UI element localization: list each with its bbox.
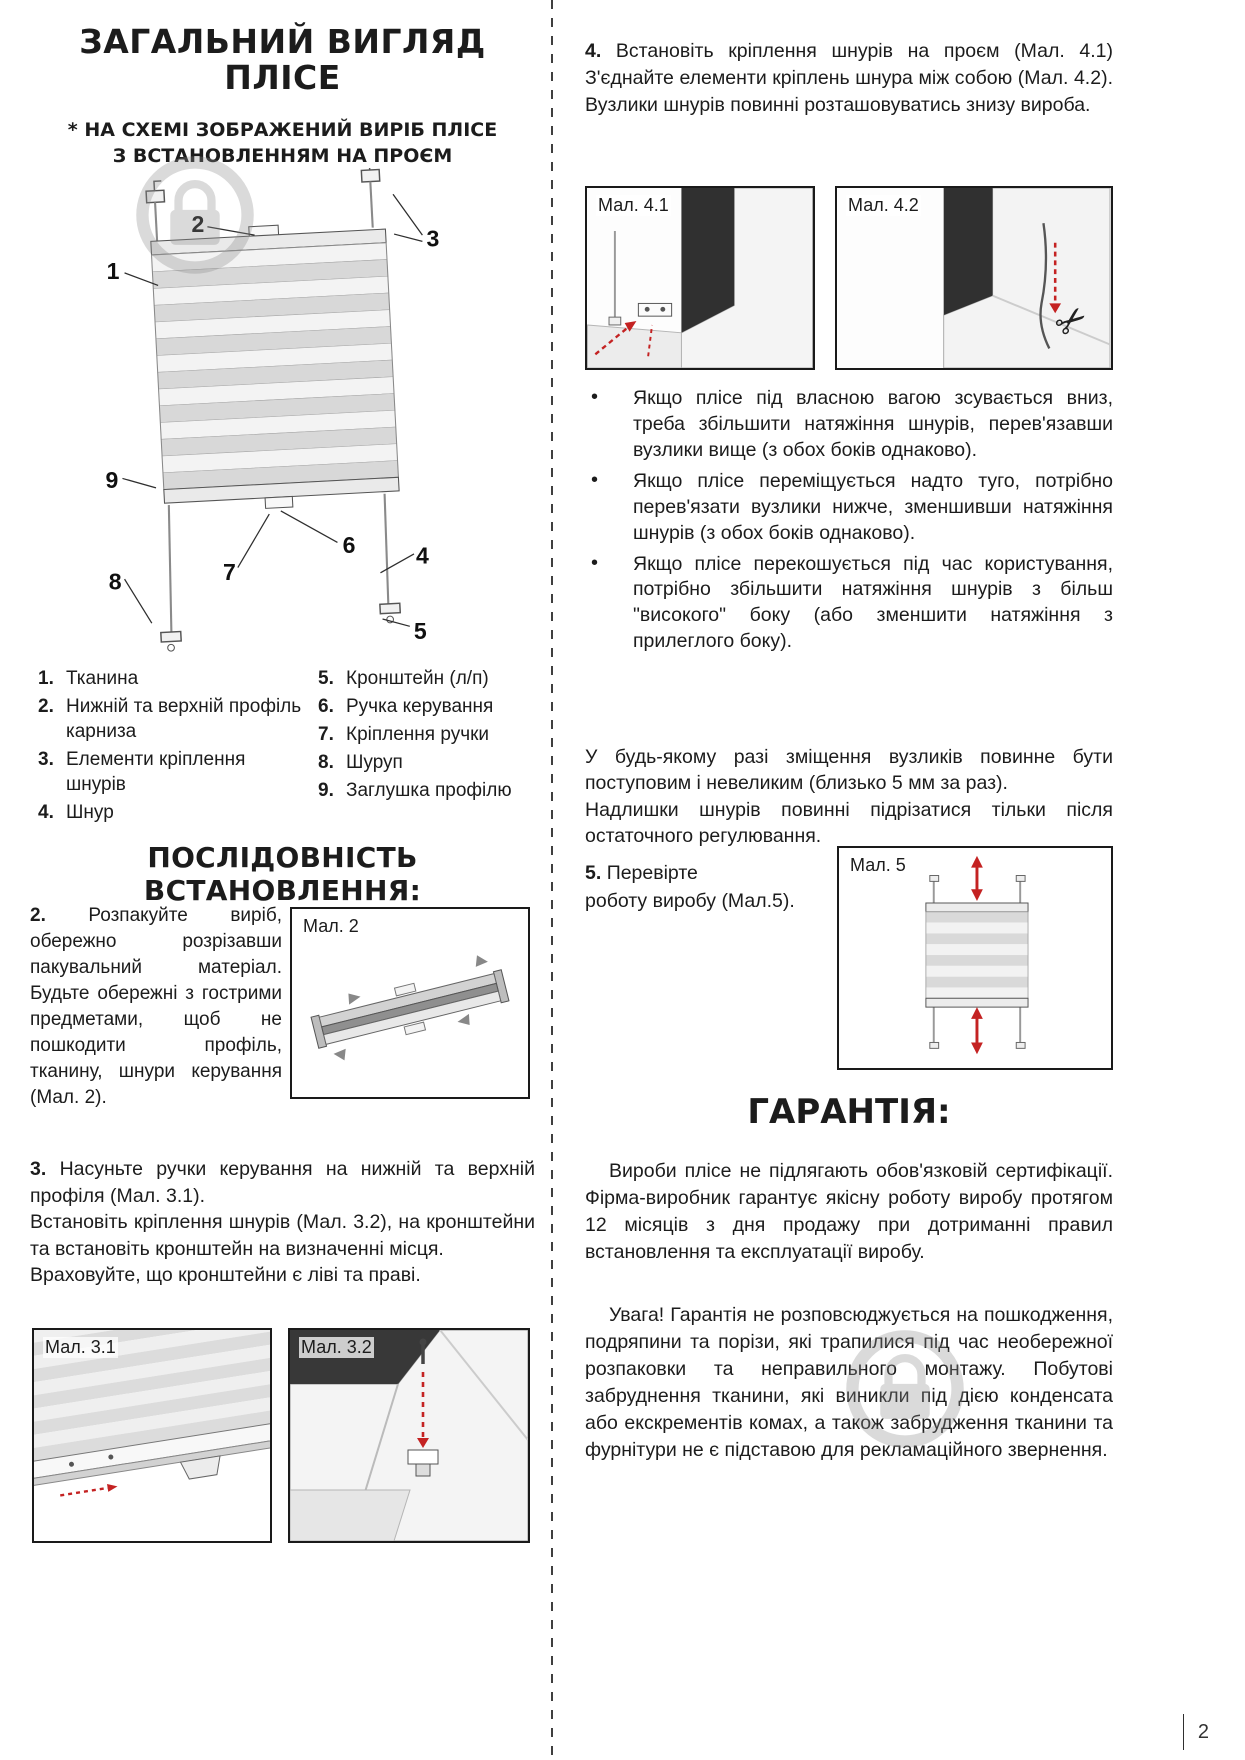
warranty-paragraph-2: Увага! Гарантія не розповсюджується на п… bbox=[585, 1304, 1113, 1461]
legend-item: 8.Шуруп bbox=[318, 752, 403, 774]
footer-divider-line bbox=[1182, 1714, 1184, 1750]
figures-3-row: Мал. 3.1 bbox=[30, 1328, 535, 1543]
figure-3-2-label: Мал. 3.2 bbox=[299, 1337, 374, 1358]
legend-item: 1.Тканина bbox=[38, 668, 139, 689]
page-number: 2 bbox=[1197, 1720, 1209, 1743]
figure-4-1: Мал. 4.1 bbox=[585, 186, 815, 370]
figure-5: Мал. 5 bbox=[837, 846, 1113, 1070]
diagram-label-3: 3 bbox=[426, 226, 439, 252]
adjustment-note: У будь-якому разі зміщення вузликів пови… bbox=[585, 746, 1113, 847]
diagram-label-9: 9 bbox=[106, 467, 119, 493]
adjustment-bullet-list: • Якщо плісе під власною вагою зсуваєтьс… bbox=[585, 386, 1113, 660]
diagram-label-8: 8 bbox=[109, 569, 122, 595]
step-3-number: 3. bbox=[30, 1158, 47, 1180]
step-5-block: 5. Перевірте роботу виробу (Мал.5). Мал.… bbox=[585, 846, 1113, 1076]
legend-column-1: 1.Тканина 2.Нижній та верхній профіль ка… bbox=[38, 666, 310, 828]
page-title-line-1: ЗАГАЛЬНИЙ ВИГЛЯД bbox=[79, 22, 486, 61]
figure-3-1-drawing bbox=[34, 1330, 270, 1497]
figure-3-2: Мал. 3.2 bbox=[288, 1328, 530, 1543]
figure-2-label: Мал. 2 bbox=[301, 916, 361, 937]
left-column: ЗАГАЛЬНИЙ ВИГЛЯД ПЛІСЕ * НА СХЕМІ ЗОБРАЖ… bbox=[30, 0, 535, 1760]
bullet-icon: • bbox=[591, 468, 599, 491]
figure-4-1-label: Мал. 4.1 bbox=[596, 195, 671, 216]
figure-2: Мал. 2 bbox=[290, 907, 530, 1099]
warranty-title: ГАРАНТІЯ: bbox=[747, 1092, 951, 1132]
legend-item: 4.Шнур bbox=[38, 802, 114, 824]
title-note-line-1: * НА СХЕМІ ЗОБРАЖЕНИЙ ВИРІБ ПЛІСЕ bbox=[67, 119, 498, 141]
page-number-area: 2 bbox=[1182, 1714, 1209, 1750]
step-2-block: 2. Розпакуйте виріб, обережно розрізавши… bbox=[30, 903, 535, 1143]
figure-3-1: Мал. 3.1 bbox=[32, 1328, 272, 1543]
figure-3-1-label: Мал. 3.1 bbox=[43, 1337, 118, 1358]
figures-4-row: Мал. 4.1 Мал. 4.2 bbox=[585, 186, 1113, 370]
figure-5-label: Мал. 5 bbox=[848, 855, 908, 876]
right-column: 4. Встановіть кріплення шнурів на проєм … bbox=[585, 0, 1113, 1760]
step-2-number: 2. bbox=[30, 905, 46, 926]
step-3-text: 3. Насуньте ручки керування на нижній та… bbox=[30, 1158, 536, 1287]
figure-4-1-drawing bbox=[587, 188, 813, 368]
legend-item: 2.Нижній та верхній профіль карниза bbox=[38, 696, 302, 743]
bullet-item: • Якщо плісе перекошується під час корис… bbox=[585, 552, 1113, 656]
diagram-label-2: 2 bbox=[192, 211, 205, 237]
figure-5-drawing bbox=[925, 855, 1029, 1055]
install-sequence-title: ПОСЛІДОВНІСТЬ ВСТАНОВЛЕННЯ: bbox=[143, 841, 422, 907]
column-divider bbox=[551, 0, 553, 1760]
blind-overview-diagram: 1 2 3 4 5 6 7 8 9 bbox=[48, 162, 478, 666]
legend-item: 5.Кронштейн (л/п) bbox=[318, 668, 489, 689]
legend-item: 7.Кріплення ручки bbox=[318, 724, 490, 746]
diagram-label-7: 7 bbox=[223, 559, 236, 585]
blind-diagram-drawing: 1 2 3 4 5 6 7 8 9 bbox=[106, 162, 439, 652]
bullet-item: • Якщо плісе під власною вагою зсуваєтьс… bbox=[585, 386, 1113, 464]
warranty-paragraph-1: Вироби плісе не підлягають обов'язковій … bbox=[585, 1160, 1113, 1263]
diagram-label-6: 6 bbox=[343, 532, 356, 558]
legend-column-2: 5.Кронштейн (л/п) 6.Ручка керування 7.Кр… bbox=[318, 666, 532, 828]
page-title: ЗАГАЛЬНИЙ ВИГЛЯД ПЛІСЕ bbox=[30, 22, 535, 98]
legend: 1.Тканина 2.Нижній та верхній профіль ка… bbox=[38, 666, 532, 828]
diagram-label-5: 5 bbox=[414, 618, 427, 644]
step-4-text: 4. Встановіть кріплення шнурів на проєм … bbox=[585, 40, 1114, 116]
step-4-number: 4. bbox=[585, 40, 602, 62]
title-note: * НА СХЕМІ ЗОБРАЖЕНИЙ ВИРІБ ПЛІСЕ З ВСТА… bbox=[30, 118, 535, 169]
bullet-item: • Якщо плісе переміщується надто туго, п… bbox=[585, 469, 1113, 547]
step-2-text: 2. Розпакуйте виріб, обережно розрізавши… bbox=[30, 905, 282, 1109]
title-note-line-2: З ВСТАНОВЛЕННЯМ НА ПРОЄМ bbox=[112, 144, 453, 167]
figure-4-2-label: Мал. 4.2 bbox=[846, 195, 921, 216]
diagram-label-4: 4 bbox=[416, 542, 429, 568]
figure-3-2-drawing bbox=[290, 1330, 528, 1541]
bullet-icon: • bbox=[591, 551, 599, 574]
legend-item: 6.Ручка керування bbox=[318, 696, 494, 718]
step-5-text: 5. Перевірте роботу виробу (Мал.5). bbox=[585, 862, 795, 912]
page-title-line-2: ПЛІСЕ bbox=[224, 58, 341, 98]
figure-4-2-drawing: ✂ bbox=[838, 188, 1111, 368]
legend-item: 3.Елементи кріплення шнурів bbox=[38, 749, 246, 796]
figure-2-drawing bbox=[310, 955, 510, 1061]
figure-4-2: Мал. 4.2 ✂ bbox=[835, 186, 1113, 370]
step-5-number: 5. bbox=[585, 862, 602, 884]
diagram-label-1: 1 bbox=[107, 258, 120, 284]
legend-item: 9.Заглушка профілю bbox=[318, 780, 512, 802]
bullet-icon: • bbox=[591, 386, 599, 408]
